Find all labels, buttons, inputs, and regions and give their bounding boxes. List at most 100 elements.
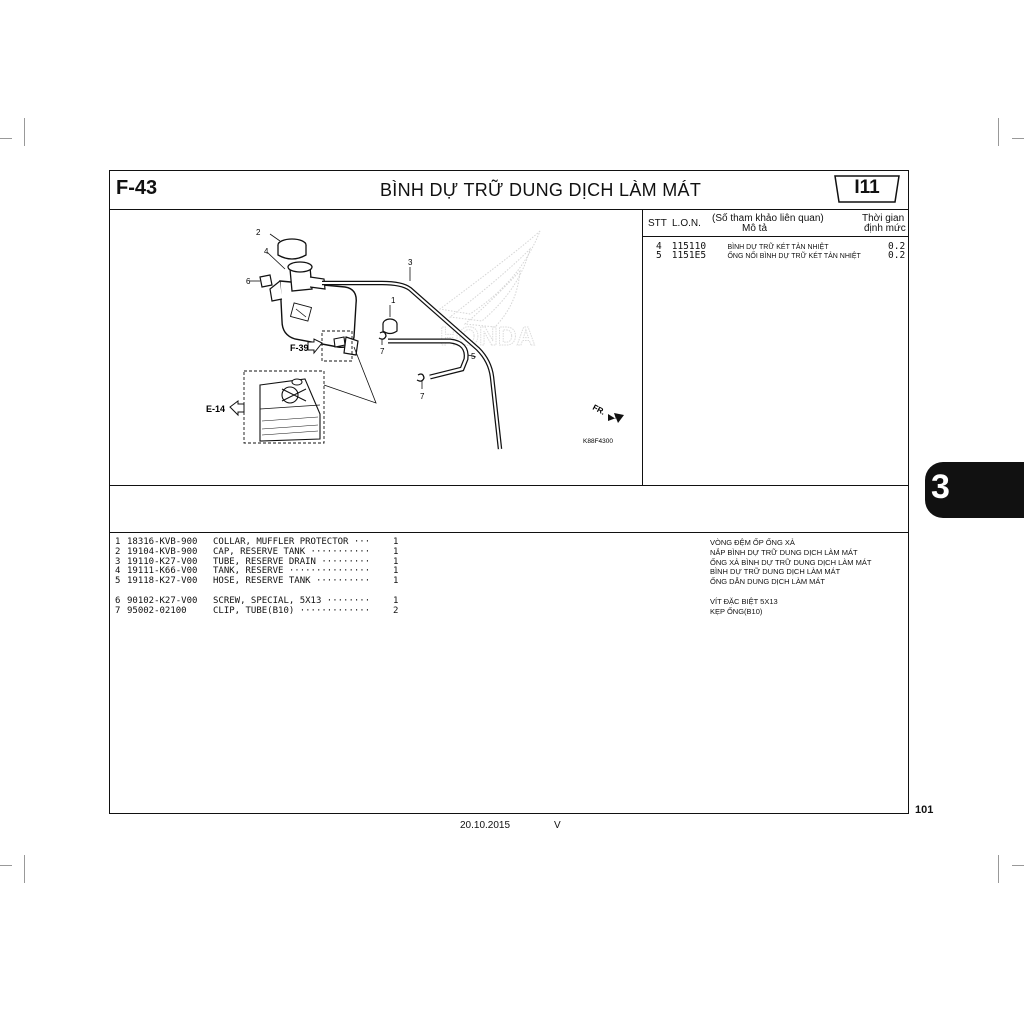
- reserve-tank: [267, 252, 359, 356]
- part-qty: 2: [393, 605, 399, 616]
- part-vn-desc: VÒNG ĐỆM ỐP ỐNG XẢ: [710, 538, 795, 547]
- part-desc: COLLAR, MUFFLER PROTECTOR ···: [213, 537, 371, 547]
- callout-4: 4: [264, 247, 269, 256]
- part-pn: 19104-KVB-900: [127, 546, 198, 557]
- part-pn: 95002-02100: [127, 605, 187, 616]
- section-divider: [110, 532, 908, 533]
- ref-label-e14: E-14: [206, 404, 225, 414]
- part-no: 4: [115, 566, 121, 577]
- part-pn: 19118-K27-V00: [127, 576, 198, 587]
- footer-version: V: [554, 820, 561, 831]
- callout-7: 7: [380, 347, 385, 356]
- section-tab-number: 3: [931, 468, 950, 506]
- front-direction-arrow-icon: [608, 413, 624, 423]
- part-row: 7 95002-02100 CLIP, TUBE(B10) ············…: [115, 605, 407, 617]
- labor-col-time: Thời gian: [862, 213, 905, 224]
- reserve-tank-cap: [269, 233, 307, 260]
- part-row: 6 90102-K27-V00 SCREW, SPECIAL, 5X13 ·····…: [115, 595, 407, 607]
- part-vn-desc: VÍT ĐẶC BIỆT 5X13: [710, 596, 778, 606]
- part-no: 7: [115, 605, 121, 616]
- part-pn: 90102-K27-V00: [127, 595, 198, 606]
- figure-code: K88F4300: [583, 438, 613, 445]
- callout-3: 3: [408, 258, 413, 267]
- section-tab: 3: [925, 462, 1024, 518]
- muffler-collar: [382, 305, 398, 335]
- labor-col-stt: STT: [648, 218, 667, 229]
- callout-2: 2: [256, 228, 261, 237]
- page-number: 101: [915, 804, 934, 816]
- ref-arrow-f39-icon: [307, 338, 323, 355]
- part-vn-desc: ỐNG DẪN DUNG DỊCH LÀM MÁT: [710, 577, 826, 587]
- part-desc: CAP, RESERVE TANK ···········: [213, 546, 371, 557]
- part-no: 1: [115, 537, 121, 547]
- crop-mark: [0, 138, 12, 139]
- part-qty: 1: [393, 595, 399, 606]
- tube-clip: [378, 331, 387, 340]
- part-pn: 19111-K66-V00: [127, 566, 198, 577]
- honda-wing-watermark: HONDA: [438, 230, 541, 352]
- honda-watermark-text: HONDA: [440, 321, 536, 351]
- ref-box-f39: [321, 330, 353, 362]
- crop-mark: [998, 855, 999, 883]
- radiator-illustration: [259, 378, 321, 442]
- labor-col-lon: L.O.N.: [672, 218, 701, 229]
- exploded-parts-diagram: HONDA: [206, 228, 624, 450]
- part-qty: 1: [393, 537, 399, 547]
- header-divider: [110, 209, 908, 210]
- part-vn-desc: KẸP ỐNG(B10): [710, 606, 763, 616]
- crop-mark: [24, 118, 25, 146]
- page-title: BÌNH DỰ TRỮ DUNG DỊCH LÀM MÁT: [380, 180, 702, 200]
- labor-col-time-sub: định mức: [864, 223, 906, 234]
- labor-col-desc-sub: Mô tả: [742, 223, 768, 234]
- labor-row: 4 115110 BÌNH DỰ TRỮ KÉT TẢN NHIỆT 0.2: [656, 241, 906, 252]
- part-row: 2 19104-KVB-900 CAP, RESERVE TANK ········…: [115, 546, 407, 558]
- labor-row: 5 1151E5 ỐNG NỐI BÌNH DỰ TRỮ KÉT TẢN NHI…: [656, 250, 906, 261]
- crop-mark: [1012, 138, 1024, 139]
- crop-mark: [24, 855, 25, 883]
- part-no: 3: [115, 556, 121, 567]
- callout-7: 7: [420, 392, 425, 401]
- section-code: F-43: [116, 177, 158, 199]
- badge-frame-icon: [834, 175, 900, 203]
- callout-5: 5: [471, 352, 476, 361]
- part-desc: HOSE, RESERVE TANK ··········: [213, 576, 371, 587]
- crop-mark: [1012, 865, 1024, 866]
- part-no: 5: [115, 576, 121, 587]
- part-pn: 19110-K27-V00: [127, 556, 198, 567]
- crop-mark: [0, 865, 12, 866]
- part-qty: 1: [393, 556, 399, 567]
- part-vn-desc: BÌNH DỰ TRỮ DUNG DỊCH LÀM MÁT: [710, 567, 841, 577]
- part-desc: CLIP, TUBE(B10) ·············: [213, 605, 371, 616]
- parts-list: 1 18316-KVB-900 COLLAR, MUFFLER PROTECTOR …: [115, 537, 407, 617]
- part-pn: 18316-KVB-900: [127, 537, 198, 547]
- part-desc: SCREW, SPECIAL, 5X13 ········: [213, 595, 371, 606]
- group-id: I11: [854, 177, 880, 198]
- part-vn-desc: ỐNG XẢ BÌNH DỰ TRỮ DUNG DỊCH LÀM MÁT: [710, 557, 872, 567]
- parts-page-frame: F-43 BÌNH DỰ TRỮ DUNG DỊCH LÀM MÁT I11 S…: [109, 170, 909, 814]
- footer-date: 20.10.2015: [460, 820, 511, 831]
- column-divider: [642, 209, 643, 485]
- section-divider: [110, 485, 908, 486]
- group-id-badge: I11: [832, 174, 902, 204]
- tube-clip: [416, 373, 425, 382]
- part-qty: 1: [393, 566, 399, 577]
- part-qty: 1: [393, 546, 399, 557]
- part-row: 5 19118-K27-V00 HOSE, RESERVE TANK ·······…: [115, 576, 407, 587]
- crop-mark: [998, 118, 999, 146]
- ref-arrow-e14-icon: [229, 400, 245, 417]
- part-row: 1 18316-KVB-900 COLLAR, MUFFLER PROTECTOR …: [115, 537, 407, 548]
- front-direction-label: FR.: [591, 403, 607, 417]
- callout-1: 1: [391, 296, 396, 305]
- part-vn-desc: NẮP BÌNH DỰ TRỮ DUNG DỊCH LÀM MÁT: [710, 547, 858, 557]
- part-qty: 1: [393, 576, 399, 587]
- special-screw: [250, 274, 273, 288]
- part-no: 6: [115, 595, 121, 606]
- callout-6: 6: [246, 277, 251, 286]
- labor-header-divider: [642, 236, 908, 237]
- labor-col-desc: (Số tham khảo liên quan): [712, 213, 824, 224]
- ref-label-f39: F-39: [290, 343, 309, 353]
- part-no: 2: [115, 546, 121, 557]
